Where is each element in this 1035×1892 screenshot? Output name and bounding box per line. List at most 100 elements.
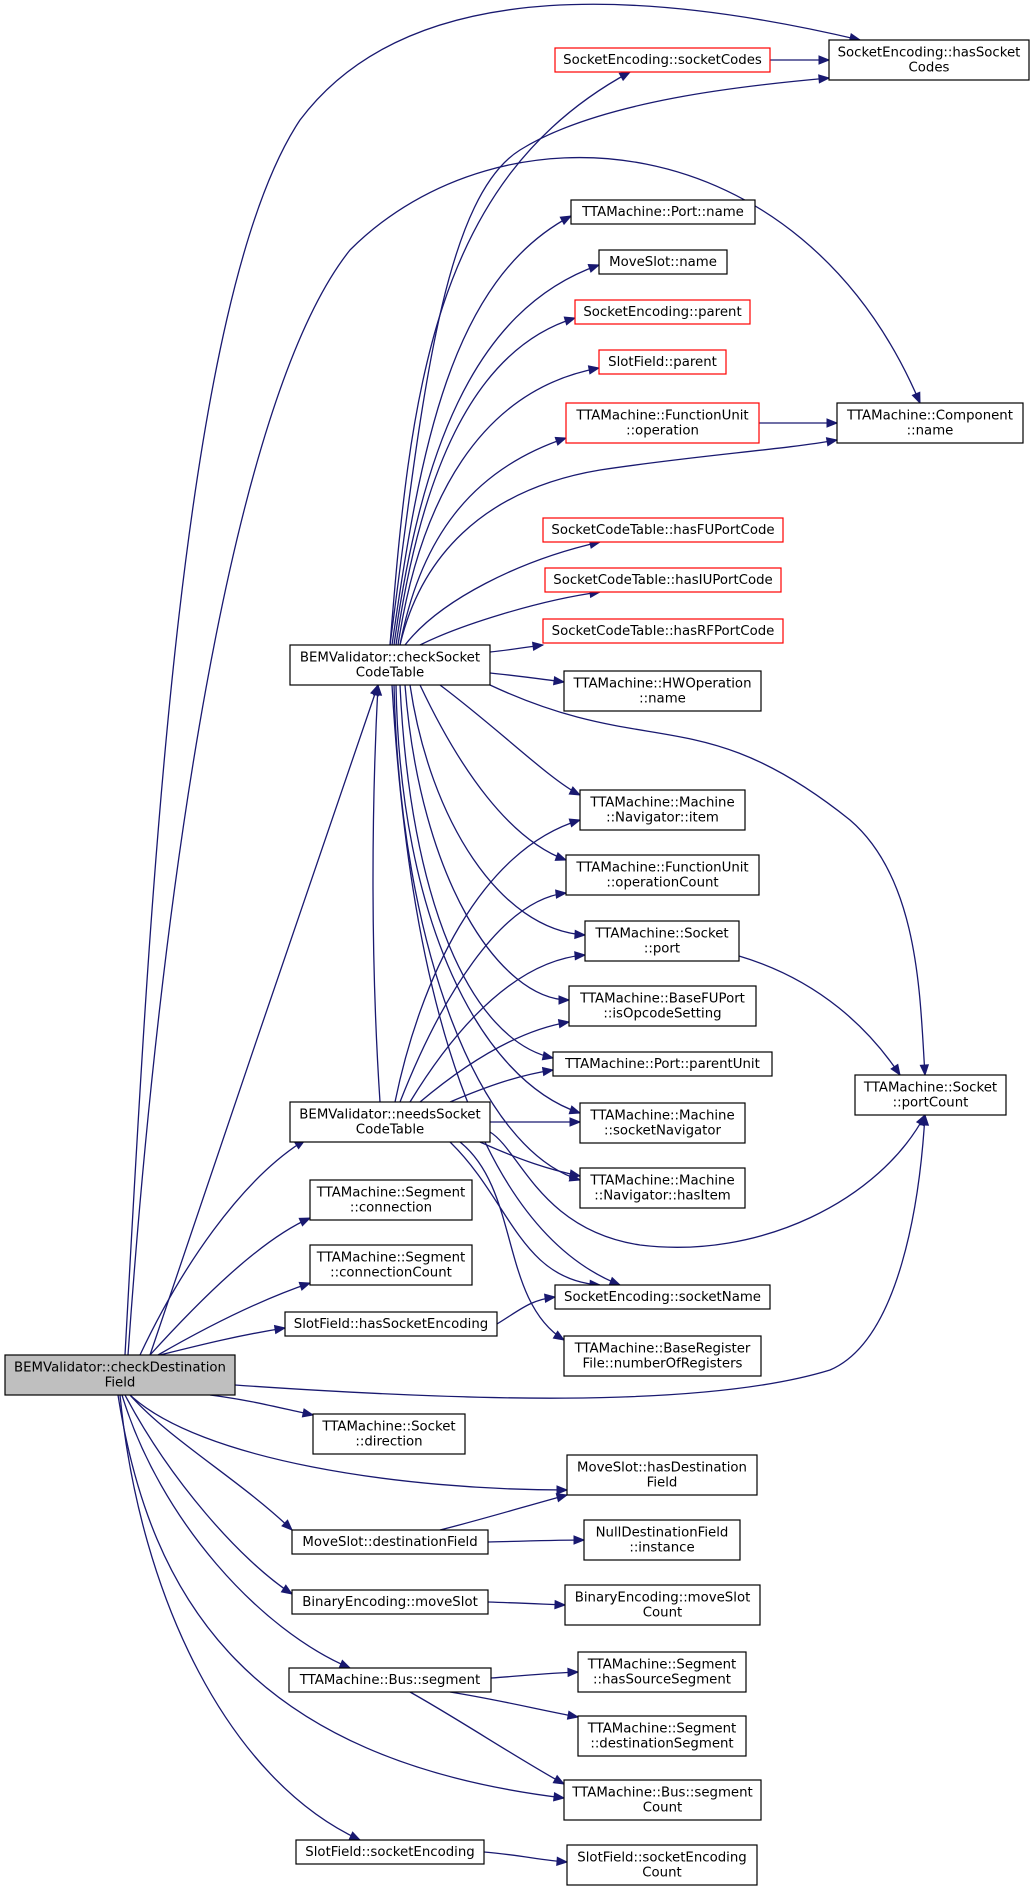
- arrowhead-icon: [273, 1324, 287, 1335]
- edge-line: [127, 157, 921, 1356]
- edge-line: [129, 1394, 568, 1491]
- node-sf-sockenc[interactable]: SlotField::socketEncoding: [295, 1839, 485, 1865]
- edge-bus_segment-to-seg_hassrc: [490, 1667, 580, 1679]
- arrowhead-icon: [281, 1519, 293, 1531]
- node-port-parentunit[interactable]: TTAMachine::Port::parentUnit: [552, 1051, 773, 1077]
- edges-layer: [117, 3, 930, 1866]
- node-sct-hasfu[interactable]: SocketCodeTable::hasFUPortCode: [542, 517, 784, 543]
- node-sf-parent[interactable]: SlotField::parent: [598, 349, 727, 375]
- arrowhead-icon: [573, 1535, 586, 1545]
- arrowhead-icon: [556, 1856, 569, 1866]
- arrowhead-icon: [552, 675, 566, 686]
- arrowhead-icon: [348, 1831, 362, 1841]
- edge-root-to-ms_destfield: [129, 1394, 293, 1531]
- node-se-sockname[interactable]: SocketEncoding::socketName: [554, 1284, 771, 1310]
- edge-check_sct-to-se_parent: [395, 316, 577, 646]
- node-sock-dir[interactable]: TTAMachine::Socket::direction: [312, 1413, 466, 1455]
- node-sct-hasrf[interactable]: SocketCodeTable::hasRFPortCode: [542, 618, 784, 644]
- edge-check_sct-to-comp_name: [399, 437, 839, 646]
- edge-line: [409, 954, 586, 1103]
- node-label: SocketEncoding::hasSocket: [838, 46, 1021, 61]
- node-label: Count: [643, 1606, 683, 1621]
- node-brf-numregs[interactable]: TTAMachine::BaseRegisterFile::numberOfRe…: [563, 1335, 762, 1377]
- node-port-name[interactable]: TTAMachine::Port::name: [570, 199, 756, 225]
- node-sock-portcount[interactable]: TTAMachine::Socket::portCount: [854, 1074, 1007, 1116]
- arrowhead-icon: [587, 263, 601, 273]
- edge-line: [490, 1671, 579, 1679]
- edge-line: [129, 1394, 293, 1531]
- node-seg-destseg[interactable]: TTAMachine::Segment::destinationSegment: [577, 1715, 747, 1757]
- node-ndf-instance[interactable]: NullDestinationField::instance: [583, 1519, 741, 1561]
- node-label: Codes: [909, 61, 950, 76]
- node-fu-operation[interactable]: TTAMachine::FunctionUnit::operation: [565, 402, 760, 444]
- arrowhead-icon: [541, 1051, 555, 1061]
- arrowhead-icon: [568, 786, 582, 796]
- edge-check_sct-to-hwop_name: [489, 672, 566, 686]
- node-nav-item[interactable]: TTAMachine::Machine::Navigator::item: [579, 789, 746, 831]
- node-box: [577, 1651, 747, 1693]
- node-nav-hasitem[interactable]: TTAMachine::Machine::Navigator::hasItem: [579, 1167, 746, 1209]
- node-sf-hasenc[interactable]: SlotField::hasSocketEncoding: [284, 1311, 498, 1337]
- edge-check_sct-to-se_hassockcodes: [389, 74, 831, 646]
- edge-line: [404, 541, 601, 646]
- arrowhead-icon: [574, 929, 587, 940]
- node-se-parent[interactable]: SocketEncoding::parent: [574, 299, 751, 325]
- node-label: Field: [647, 1476, 678, 1491]
- node-label: MoveSlot::name: [609, 255, 717, 270]
- node-bus-segment[interactable]: TTAMachine::Bus::segment: [288, 1667, 492, 1693]
- edge-needs_sct-to-mach_socknav: [490, 1117, 582, 1127]
- arrowhead-icon: [569, 1117, 582, 1127]
- node-label: ::Navigator::item: [606, 811, 719, 826]
- node-hwop-name[interactable]: TTAMachine::HWOperation::name: [563, 670, 762, 712]
- edge-root-to-seg_conn: [149, 1217, 312, 1356]
- node-label: MoveSlot::hasDestination: [577, 1461, 747, 1476]
- edge-root-to-be_moveslot: [124, 1394, 294, 1595]
- arrowhead-icon: [554, 852, 568, 861]
- node-ms-name[interactable]: MoveSlot::name: [598, 249, 728, 275]
- node-mach-socknav[interactable]: TTAMachine::Machine::socketNavigator: [579, 1102, 746, 1144]
- edge-bus_segment-to-seg_destseg: [449, 1691, 580, 1720]
- node-sock-port[interactable]: TTAMachine::Socket::port: [584, 920, 740, 962]
- node-label: TTAMachine::Segment: [587, 1722, 737, 1737]
- arrowhead-icon: [608, 1276, 622, 1286]
- node-box: [542, 618, 784, 644]
- node-comp-name[interactable]: TTAMachine::Component::name: [836, 402, 1024, 444]
- node-box: [828, 39, 1030, 81]
- arrowhead-icon: [298, 1217, 312, 1227]
- node-seg-hassrc[interactable]: TTAMachine::Segment::hasSourceSegment: [577, 1651, 747, 1693]
- arrowhead-icon: [915, 1113, 926, 1127]
- edge-line: [209, 1394, 314, 1416]
- node-be-moveslot[interactable]: BinaryEncoding::moveSlot: [291, 1589, 489, 1615]
- node-label: Field: [105, 1376, 136, 1391]
- node-fu-opcount[interactable]: TTAMachine::FunctionUnit::operationCount: [565, 854, 760, 896]
- edge-line: [234, 1114, 926, 1399]
- node-box: [295, 1839, 485, 1865]
- node-seg-conn[interactable]: TTAMachine::Segment::connection: [309, 1179, 473, 1221]
- arrowhead-icon: [372, 683, 383, 696]
- node-label: SocketCodeTable::hasRFPortCode: [552, 624, 775, 639]
- node-label: ::connectionCount: [330, 1266, 452, 1281]
- node-bfu-isopc[interactable]: TTAMachine::BaseFUPort::isOpcodeSetting: [568, 985, 757, 1027]
- node-label: SocketEncoding::socketCodes: [563, 53, 762, 68]
- node-box: [291, 1529, 489, 1555]
- node-se-sockcodes[interactable]: SocketEncoding::socketCodes: [554, 47, 771, 73]
- node-label: Count: [643, 1801, 683, 1816]
- edge-check_sct-to-port_name: [391, 215, 573, 646]
- arrowhead-icon: [587, 365, 601, 375]
- edge-check_sct-to-fu_opcount: [419, 684, 568, 861]
- node-label: TTAMachine::Component: [846, 409, 1013, 424]
- node-sct-hasiu[interactable]: SocketCodeTable::hasIUPortCode: [544, 567, 782, 593]
- node-seg-conncount[interactable]: TTAMachine::Segment::connectionCount: [309, 1244, 473, 1286]
- node-label: SocketEncoding::socketName: [564, 1290, 761, 1305]
- arrowhead-icon: [552, 1330, 566, 1341]
- node-label: TTAMachine::FunctionUnit: [575, 861, 748, 876]
- node-ms-destfield[interactable]: MoveSlot::destinationField: [291, 1529, 489, 1555]
